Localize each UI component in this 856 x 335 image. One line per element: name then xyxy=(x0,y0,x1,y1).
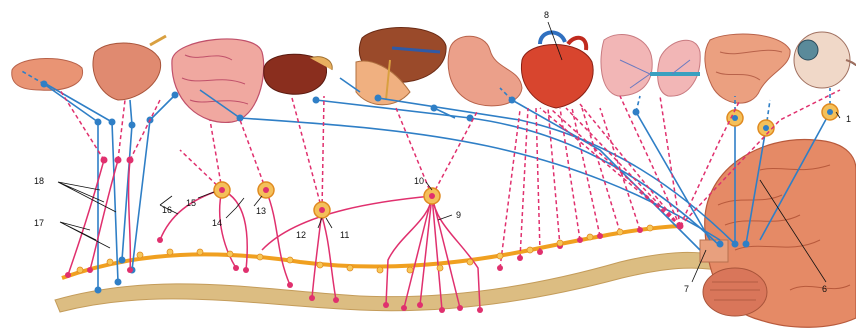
lungs xyxy=(601,34,700,96)
spinal-cord xyxy=(55,252,730,312)
prevertebral-ganglia xyxy=(214,182,440,218)
label-1: 1 xyxy=(846,114,851,124)
label-8: 8 xyxy=(544,10,549,20)
label-11: 11 xyxy=(340,230,349,240)
label-14: 14 xyxy=(212,218,222,228)
label-10: 10 xyxy=(414,176,424,186)
label-13: 13 xyxy=(256,206,266,216)
heart xyxy=(521,32,593,108)
label-17: 17 xyxy=(34,218,44,228)
bladder xyxy=(93,36,166,100)
label-16: 16 xyxy=(162,205,172,215)
intestines xyxy=(172,39,264,122)
eye xyxy=(794,32,856,88)
sympathetic-trunk xyxy=(62,226,680,278)
liver xyxy=(356,28,446,105)
label-6: 6 xyxy=(822,284,827,294)
label-12: 12 xyxy=(296,230,306,240)
label-18: 18 xyxy=(34,176,44,186)
stomach xyxy=(448,36,522,106)
colon xyxy=(705,34,790,103)
label-7: 7 xyxy=(684,284,689,294)
label-9: 9 xyxy=(456,210,461,220)
kidney xyxy=(264,54,332,94)
label-15: 15 xyxy=(186,198,196,208)
cranial-ganglia xyxy=(727,104,838,136)
